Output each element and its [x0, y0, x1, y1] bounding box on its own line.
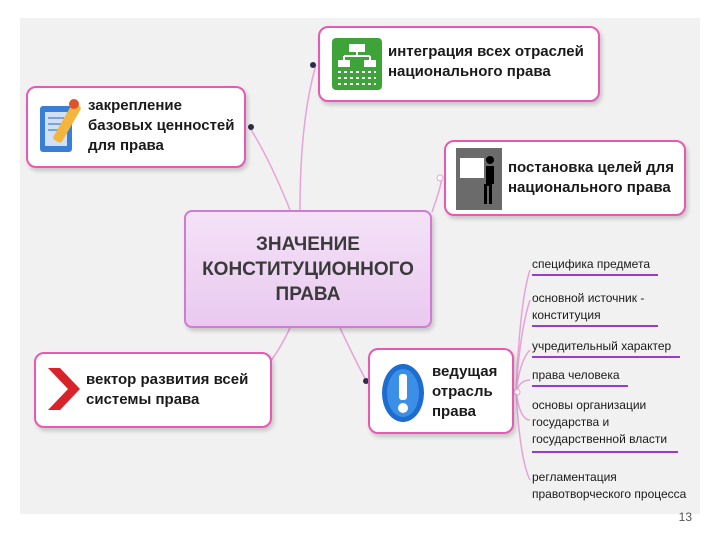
leaf-item: специфика предмета	[532, 257, 650, 271]
node-leading: ведущая отрасль права	[368, 348, 514, 434]
red-arrow-icon	[44, 364, 88, 414]
pencil-document-icon	[36, 98, 82, 158]
connector-leading	[339, 327, 367, 381]
connector-goals	[431, 177, 443, 213]
node-vector: вектор развития всей системы права	[34, 352, 272, 428]
connector-dot	[436, 174, 444, 182]
connector-basic-values	[249, 127, 291, 211]
leaf-underline	[532, 274, 658, 276]
leaf-item: основы организации государства и государ…	[532, 398, 668, 446]
node-integration: интеграция всех отраслей национального п…	[318, 26, 600, 102]
presentation-board-icon	[456, 148, 502, 210]
exclamation-icon	[380, 362, 426, 424]
node-goals: постановка целей для национального права	[444, 140, 686, 216]
node-vector-label: вектор развития всей системы права	[86, 371, 249, 408]
central-topic-label: ЗНАЧЕНИЕ КОНСТИТУЦИОННОГО ПРАВА	[202, 233, 414, 305]
org-chart-icon	[332, 38, 382, 90]
connector-integration	[299, 64, 317, 211]
node-basic-values-label: закрепление базовых ценностей для права	[88, 97, 235, 154]
leaf-item: права человека	[532, 368, 620, 382]
connector-dot	[310, 62, 316, 68]
leaf-item: основной источник - конституция	[532, 291, 645, 322]
leaf-item: учредительный характер	[532, 339, 672, 353]
page-number: 13	[678, 510, 692, 524]
node-goals-label: постановка целей для национального права	[508, 159, 674, 196]
node-basic-values: закрепление базовых ценностей для права	[26, 86, 246, 168]
central-topic: ЗНАЧЕНИЕ КОНСТИТУЦИОННОГО ПРАВА	[184, 210, 432, 328]
leaf-underline	[532, 325, 658, 327]
leaf-item: регламентация правотворческого процесса	[532, 470, 687, 501]
node-integration-label: интеграция всех отраслей национального п…	[388, 43, 584, 80]
connector-dot	[363, 378, 369, 384]
connector-leaves	[515, 269, 531, 481]
connector-dot	[513, 388, 521, 396]
leaf-underline	[532, 451, 678, 453]
connector-dot	[248, 124, 254, 130]
node-leading-label: ведущая отрасль права	[432, 363, 498, 420]
leaf-underline	[532, 356, 680, 358]
leaf-underline	[532, 385, 628, 387]
